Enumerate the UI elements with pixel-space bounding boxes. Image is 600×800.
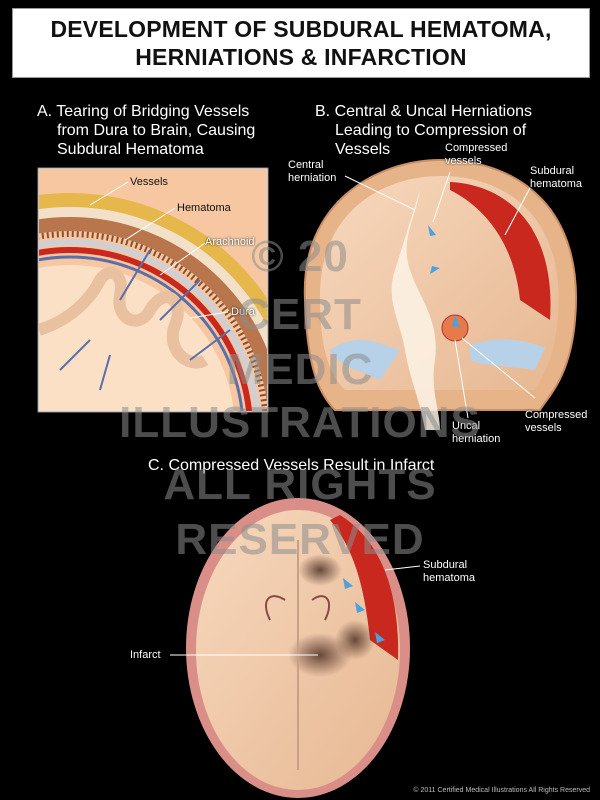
copyright-notice: © 2011 Certified Medical Illustrations A… — [413, 787, 590, 794]
panel-c-title: C. Compressed Vessels Result in Infarct — [148, 457, 435, 474]
label-central-herniation: Central herniation — [288, 159, 336, 185]
panel-a-title-line-1: A. Tearing of Bridging Vessels — [37, 103, 250, 120]
title-line-2: HERNIATIONS & INFARCTION — [135, 44, 467, 70]
label-vessels: Vessels — [130, 176, 168, 188]
watermark-line-1: © 20 — [251, 232, 349, 281]
watermark-line-4: ILLUSTRATIONS — [119, 398, 481, 447]
label-compressed-vessels-bottom: Compressed vessels — [525, 409, 587, 435]
label-subdural-hematoma-c: Subdural hematoma — [423, 559, 475, 585]
panel-a-illustration — [37, 167, 269, 413]
panel-b-title-line-1: B. Central & Uncal Herniations — [315, 103, 532, 120]
label-subdural-b-line-1: Subdural — [530, 165, 575, 177]
watermark-line-2: CERT — [238, 290, 362, 339]
title-banner: DEVELOPMENT OF SUBDURAL HEMATOMA, HERNIA… — [12, 8, 590, 78]
panel-b-illustration — [303, 158, 577, 430]
label-compressed-top-line-2: vessels — [445, 155, 482, 167]
label-subdural-c-line-1: Subdural — [423, 559, 468, 571]
label-subdural-hematoma-b: Subdural hematoma — [530, 165, 582, 191]
label-dura: Dura — [231, 306, 255, 318]
label-central-line-1: Central — [288, 159, 324, 171]
label-subdural-b-line-2: hematoma — [530, 178, 582, 190]
panel-a-title: A. Tearing of Bridging Vessels from Dura… — [37, 102, 255, 159]
watermark-line-3: MEDIC — [226, 345, 374, 394]
label-uncal-line-2: herniation — [452, 433, 501, 445]
label-compressed-bottom-line-2: vessels — [525, 422, 562, 434]
label-compressed-bottom-line-1: Compressed — [525, 409, 588, 421]
label-uncal-line-1: Uncal — [452, 420, 481, 432]
label-subdural-c-line-2: hematoma — [423, 572, 475, 584]
label-compressed-vessels-top: Compressed vessels — [445, 142, 507, 168]
watermark-line-6: RESERVED — [175, 515, 425, 564]
label-infarct: Infarct — [130, 649, 161, 661]
panel-b-title-line-2: Leading to Compression of — [335, 122, 527, 139]
label-arachnoid: Arachnoid — [205, 236, 255, 248]
panel-b-title-line-3: Vessels — [335, 141, 391, 158]
watermark-line-5: ALL RIGHTS — [163, 460, 437, 509]
panel-a-title-line-3: Subdural Hematoma — [57, 141, 204, 158]
label-central-line-2: herniation — [288, 172, 337, 184]
panel-b-title: B. Central & Uncal Herniations Leading t… — [315, 102, 532, 159]
title-line-1: DEVELOPMENT OF SUBDURAL HEMATOMA, — [50, 16, 552, 42]
panel-a-title-line-2: from Dura to Brain, Causing — [57, 122, 256, 139]
label-compressed-top-line-1: Compressed — [445, 142, 508, 154]
label-uncal-herniation: Uncal herniation — [452, 420, 500, 446]
panel-c-illustration — [170, 498, 421, 798]
label-hematoma-a: Hematoma — [177, 202, 231, 214]
